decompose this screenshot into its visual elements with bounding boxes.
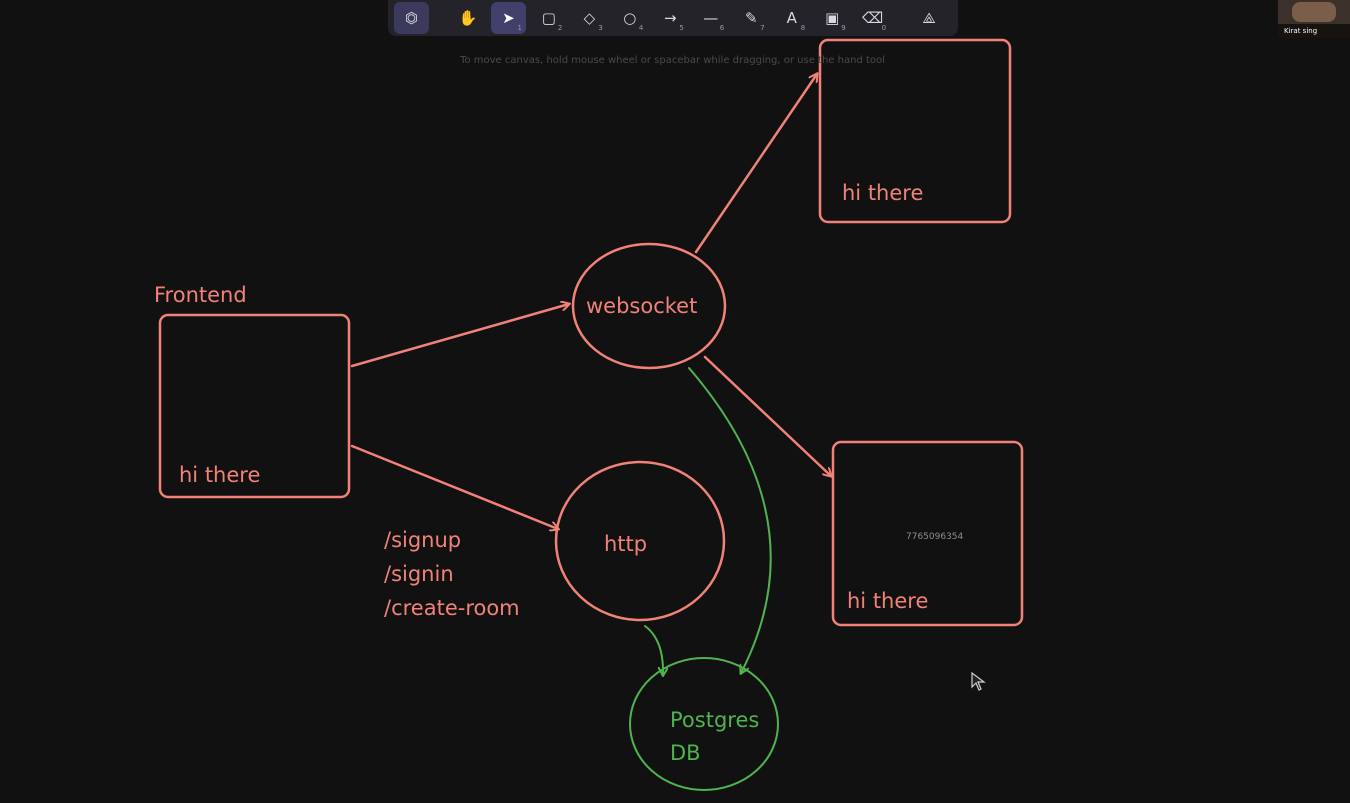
selection-tool[interactable]: ➤1 (490, 2, 526, 34)
arrow-frontend-websocket[interactable] (350, 304, 569, 368)
pointer-icon: ➤ (502, 9, 515, 27)
image-tool[interactable]: ▣9 (815, 2, 850, 34)
rectangle-icon: ▢ (541, 9, 556, 27)
eraser-icon: ⌫ (862, 9, 884, 27)
top-right-box[interactable] (818, 38, 1012, 224)
shortcut-key: 9 (841, 24, 846, 32)
ellipse-tool[interactable]: ○4 (612, 2, 647, 34)
mouse-cursor-icon (971, 672, 986, 691)
frontend-box[interactable] (158, 313, 351, 499)
arrow-tool[interactable]: →5 (653, 2, 688, 34)
shortcut-key: 7 (760, 24, 765, 32)
top-right-box-text[interactable]: hi there (842, 181, 924, 205)
arrow-frontend-http[interactable] (350, 444, 558, 529)
image-icon: ▣ (825, 9, 840, 27)
shortcut-key: 5 (679, 24, 684, 32)
hand-icon: ✋ (458, 9, 478, 27)
route-create-room[interactable]: /create-room (384, 596, 520, 620)
canvas-hint: To move canvas, hold mouse wheel or spac… (460, 55, 885, 66)
pencil-icon: ✎ (744, 9, 758, 27)
hand-tool[interactable]: ✋ (450, 2, 485, 34)
bottom-right-box-text[interactable]: hi there (847, 589, 929, 613)
websocket-circle[interactable] (571, 242, 727, 370)
bottom-right-box[interactable] (831, 440, 1024, 627)
route-signin[interactable]: /signin (384, 562, 454, 586)
websocket-label[interactable]: websocket (586, 294, 698, 318)
library-tool[interactable]: ⟁ (912, 2, 947, 34)
text-icon: A (786, 9, 797, 27)
shortcut-key: 0 (881, 24, 887, 32)
ellipse-icon: ○ (623, 9, 637, 27)
draw-tool[interactable]: ✎7 (734, 2, 769, 34)
arrow-websocket-bottom-box[interactable] (703, 355, 831, 476)
line-tool[interactable]: —6 (693, 2, 728, 34)
watermark-text: 7765096354 (906, 532, 964, 542)
eraser-tool[interactable]: ⌫0 (855, 2, 890, 34)
diamond-icon: ◇ (583, 9, 596, 27)
shortcut-key: 3 (598, 24, 603, 32)
http-label[interactable]: http (604, 532, 648, 556)
rectangle-tool[interactable]: ▢2 (531, 2, 566, 34)
arrow-http-postgres[interactable] (644, 625, 663, 675)
webcam-overlay: Kirat sing (1278, 0, 1350, 38)
frontend-box-text[interactable]: hi there (179, 463, 261, 487)
postgres-circle[interactable] (629, 657, 779, 791)
webcam-image (1292, 2, 1336, 22)
lock-tool[interactable]: ⏣ (394, 2, 429, 34)
shortcut-key: 8 (800, 24, 806, 32)
arrow-icon: → (664, 9, 677, 27)
shapes-icon: ⟁ (922, 9, 936, 27)
db-label[interactable]: DB (670, 741, 701, 765)
arrow-websocket-postgres[interactable] (688, 367, 772, 673)
shortcut-key: 1 (517, 24, 522, 32)
frontend-label[interactable]: Frontend (154, 283, 247, 307)
http-circle[interactable] (554, 460, 726, 622)
shortcut-key: 4 (638, 24, 644, 32)
route-signup[interactable]: /signup (384, 528, 462, 552)
diamond-tool[interactable]: ◇3 (572, 2, 607, 34)
arrow-websocket-top-box[interactable] (694, 74, 817, 254)
shortcut-key: 2 (557, 24, 563, 32)
webcam-name: Kirat sing (1278, 24, 1350, 38)
shortcut-key: 6 (719, 24, 725, 32)
line-icon: — (703, 9, 719, 27)
lock-icon: ⏣ (404, 9, 419, 27)
postgres-label[interactable]: Postgres (670, 708, 760, 732)
